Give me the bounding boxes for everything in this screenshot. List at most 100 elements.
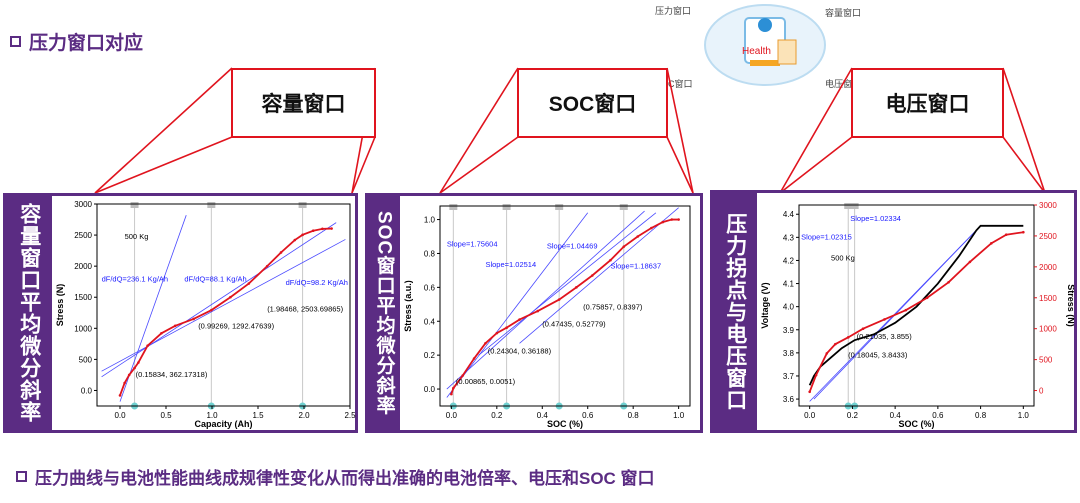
footer-conclusion: 压力曲线与电池性能曲线成规律性变化从而得出准确的电池倍率、电压和SOC 窗口 (16, 464, 655, 489)
series-point (989, 242, 993, 245)
x-tick-label: 0.8 (628, 411, 640, 420)
fit-line (813, 225, 981, 400)
series-point (160, 331, 163, 335)
marker-top-tab (130, 202, 139, 208)
marker-top-tab (502, 204, 511, 210)
series-point (636, 235, 640, 238)
fit-line (446, 212, 589, 398)
series-point (137, 361, 140, 364)
marker-top-tab (555, 204, 564, 210)
series-point (127, 373, 131, 377)
logo-label-top-left: 压力窗口 (655, 6, 692, 16)
marker-top-tab (850, 203, 859, 209)
series-point (825, 352, 829, 355)
series-point (834, 342, 837, 346)
footer-text: 压力曲线与电池性能曲线成规律性变化从而得出准确的电池倍率、电压和SOC 窗口 (35, 469, 655, 488)
y2-axis-label: Stress (N) (1066, 284, 1074, 327)
health-logo-icon (704, 4, 826, 86)
y2-tick-label: 2000 (1039, 263, 1057, 272)
annotation-label: dF/dQ=236.1 Kg/Ah (102, 275, 169, 284)
x-tick-label: 0.6 (582, 411, 594, 420)
x-tick-label: 0.8 (975, 411, 987, 420)
series-point (536, 309, 540, 313)
series-point (861, 327, 865, 330)
y-tick-label: 4.4 (783, 210, 795, 219)
y2-tick-label: 500 (1039, 356, 1053, 365)
series-point (210, 308, 213, 312)
series-point (904, 308, 908, 312)
y-tick-label: 500 (79, 355, 93, 364)
y-tick-label: 4.2 (783, 256, 795, 265)
x-tick-label: 0.5 (160, 411, 172, 420)
series-point (452, 386, 455, 390)
callout-voltage-window: 电压窗口 (851, 68, 1004, 138)
callout-soc-window: SOC窗口 (517, 68, 668, 138)
annotation-label: (0.00865, 0.0051) (456, 377, 516, 386)
series-point (1004, 233, 1008, 236)
y-tick-label: 2500 (74, 231, 92, 240)
y-axis-label: Stress (a.u.) (403, 280, 413, 332)
y-tick-label: 0.0 (424, 385, 436, 394)
y-tick-label: 1500 (74, 293, 92, 302)
annotation-label: dF/dQ=98.2 Kg/Ah (286, 278, 348, 287)
annotation-label: Slope=1.75604 (447, 240, 498, 249)
series-point (557, 298, 561, 301)
annotation-label: Slope=1.02514 (485, 260, 536, 269)
series-point (330, 227, 333, 230)
logo-label-top-right: 容量窗口 (825, 8, 862, 18)
y-tick-label: 4.1 (783, 280, 795, 289)
marker-top-tab (844, 203, 853, 209)
series-point (265, 264, 269, 268)
y-tick-label: 4.0 (783, 303, 795, 312)
logo-center-label: Health (742, 46, 771, 57)
series-point (450, 392, 453, 396)
x-tick-label: 0.0 (804, 411, 816, 420)
x-tick-label: 0.4 (537, 411, 549, 420)
series-point (1022, 230, 1025, 234)
series-point (301, 233, 304, 237)
annotation-label: (0.15834, 362.17318) (136, 370, 208, 379)
y-tick-label: 3.9 (783, 326, 795, 335)
series-point (575, 286, 578, 289)
annotation-label: 500 Kg (125, 232, 149, 241)
y-tick-label: 3.6 (783, 395, 795, 404)
series-point (661, 220, 665, 224)
series-point (293, 238, 297, 242)
y-tick-label: 3000 (74, 200, 92, 209)
y-tick-label: 0.6 (424, 283, 436, 292)
side-label-voltage: 压力拐点与电压窗口 (713, 193, 757, 430)
series-point (677, 218, 680, 221)
x-tick-label: 2.0 (298, 411, 310, 420)
series-point (321, 227, 324, 231)
annotation-label: dF/dQ=88.1 Kg/Ah (184, 275, 246, 284)
series-point (590, 274, 594, 277)
y-tick-label: 0.4 (424, 317, 436, 326)
y-tick-label: 0.8 (424, 249, 436, 258)
series-point (609, 258, 612, 262)
y2-tick-label: 1500 (1039, 294, 1057, 303)
x-tick-label: 1.5 (252, 411, 264, 420)
marker-top-tab (207, 202, 216, 208)
callout-capacity-window: 容量窗口 (231, 68, 376, 138)
y2-tick-label: 3000 (1039, 201, 1057, 210)
y-tick-label: 0.2 (424, 351, 436, 360)
series-line (808, 231, 1024, 393)
annotation-label: (0.24304, 0.36188) (488, 346, 552, 355)
series-point (518, 318, 521, 321)
y2-tick-label: 2500 (1039, 232, 1057, 241)
fit-line (519, 207, 679, 344)
annotation-label: Slope=1.02315 (801, 233, 852, 242)
x-tick-label: 0.0 (446, 411, 458, 420)
marker-top-tab (298, 202, 307, 208)
square-bullet-icon (16, 471, 27, 482)
marker-top-tab (449, 204, 458, 210)
series-point (311, 229, 315, 233)
series-point (622, 245, 626, 248)
series-point (883, 318, 886, 321)
fit-line (101, 239, 346, 372)
